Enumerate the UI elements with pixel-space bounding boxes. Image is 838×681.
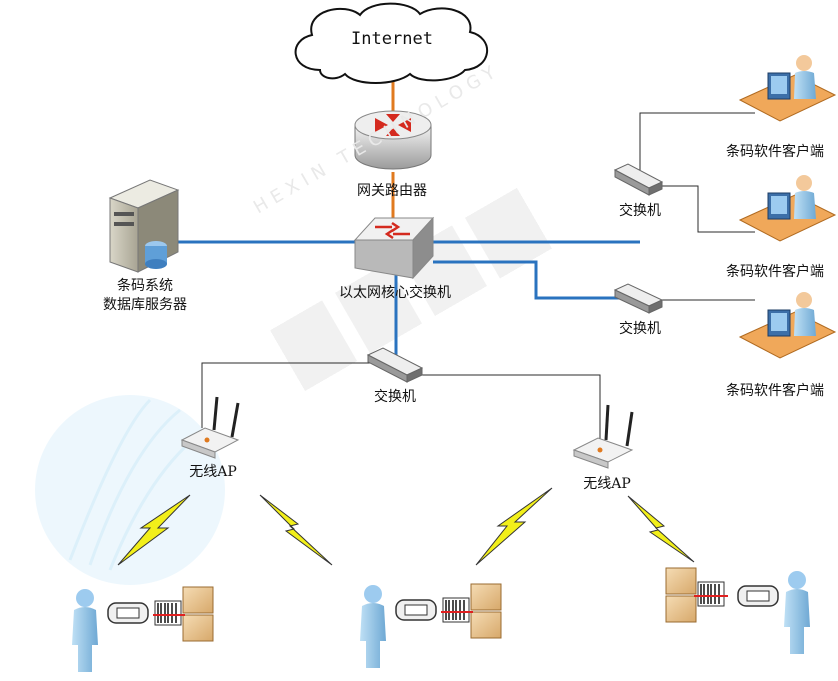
switch-client1-link xyxy=(639,112,755,180)
switch-ap-right-link xyxy=(420,374,601,440)
router-icon xyxy=(354,110,432,170)
barcode-cartons-2-icon xyxy=(441,583,502,639)
internet-cloud-icon xyxy=(294,2,488,84)
client-workstation-2-icon xyxy=(738,175,837,242)
wireless-ap-left-icon xyxy=(180,396,240,459)
router-label: 网关路由器 xyxy=(357,183,427,199)
switch-client2-link xyxy=(660,185,755,233)
barcode-cartons-1-icon xyxy=(153,586,214,642)
handheld-scanner-3-icon xyxy=(737,585,779,607)
handheld-scanner-2-icon xyxy=(395,599,437,621)
internet-label: Internet xyxy=(351,29,433,49)
barcode-cartons-3-icon xyxy=(665,567,728,623)
wireless-ap-right-icon xyxy=(572,404,634,469)
worker-1-icon xyxy=(72,589,98,672)
client-3-label: 条码软件客户端 xyxy=(726,383,824,399)
worker-3-icon xyxy=(784,571,810,654)
switch-ap-left-link xyxy=(201,362,370,428)
watermark-logo xyxy=(35,187,552,585)
ap-right-label: 无线AP xyxy=(583,476,631,492)
switch-bottom-icon xyxy=(366,347,424,383)
handheld-scanner-1-icon xyxy=(107,602,149,624)
switch-top-right-icon xyxy=(613,163,664,196)
switch-mid-right-label: 交换机 xyxy=(619,321,661,337)
switch-top-right-label: 交换机 xyxy=(619,203,661,219)
client-2-label: 条码软件客户端 xyxy=(726,264,824,280)
client-workstation-3-icon xyxy=(738,292,837,359)
client-workstation-1-icon xyxy=(738,55,837,122)
worker-2-icon xyxy=(360,585,386,668)
wireless-signal-bolts xyxy=(117,487,695,566)
db-server-label-line1: 条码系统 xyxy=(117,278,173,294)
db-server-label-line2: 数据库服务器 xyxy=(103,297,187,313)
client-1-label: 条码软件客户端 xyxy=(726,144,824,160)
switch-bottom-label: 交换机 xyxy=(374,389,416,405)
core-switch-mid-link xyxy=(433,260,620,300)
ap-left-label: 无线AP xyxy=(189,464,237,480)
database-server-icon xyxy=(108,179,180,273)
core-switch-label: 以太网核心交换机 xyxy=(339,285,451,301)
switch-mid-right-icon xyxy=(613,283,664,314)
core-switch-icon xyxy=(353,216,435,280)
links xyxy=(176,70,755,440)
